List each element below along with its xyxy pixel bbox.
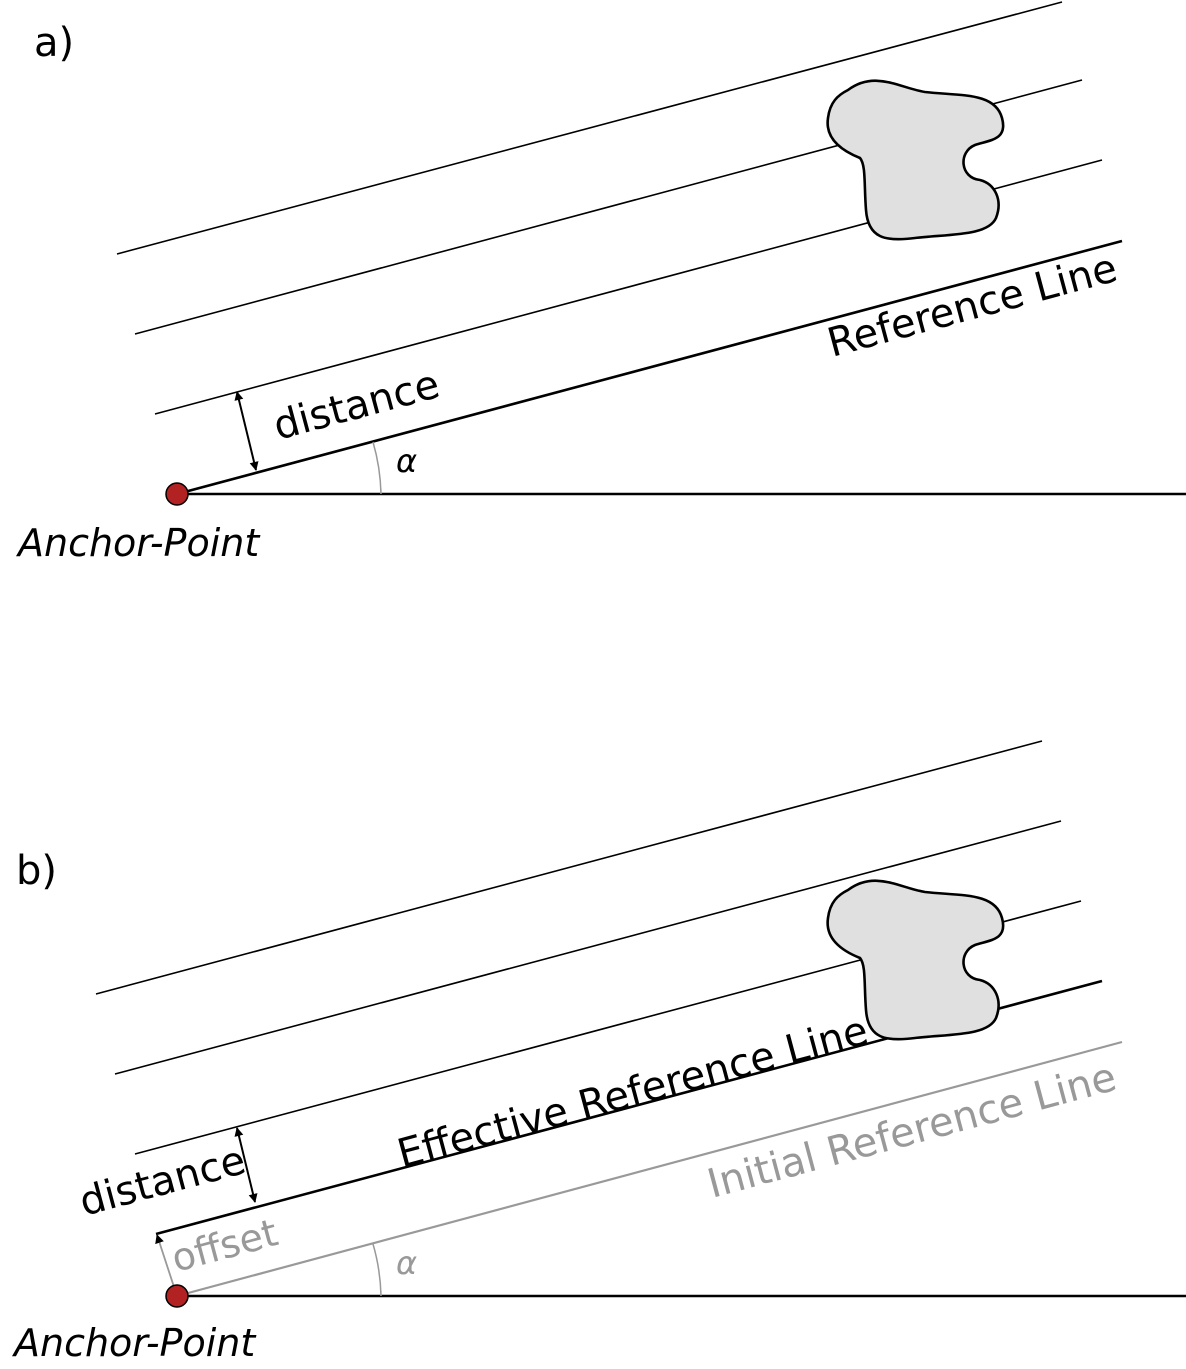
panel-b-label: b) (16, 848, 57, 894)
panel-a-parallel-line-1 (116, 1, 1063, 255)
panel-a-reference-line-label: Reference Line (823, 245, 1122, 366)
panel-b-anchor-label: Anchor-Point (11, 1321, 257, 1365)
panel-a-angle-label: α (396, 442, 417, 480)
panel-a-distance-arrow (234, 391, 259, 471)
panel-a-label: a) (34, 20, 74, 66)
panel-b-parallel-line-1 (95, 740, 1043, 995)
panel-a-reference-line (176, 239, 1123, 496)
panel-a-distance-label: distance (269, 361, 445, 449)
panel-b-obstacle (826, 879, 1005, 1041)
panel-a-obstacle (826, 79, 1005, 241)
panel-a-anchor-label: Anchor-Point (15, 521, 261, 565)
panel-b-angle-arc (372, 1243, 382, 1297)
panel-a: a) α distance Reference Line Anchor-Poin… (15, 1, 1186, 565)
panel-b-distance-arrow (234, 1127, 258, 1203)
panel-a-angle-arc (372, 441, 382, 495)
panel-b-distance-label: distance (75, 1137, 251, 1225)
panel-b: b) α offset distance Effective Reference… (11, 740, 1186, 1365)
panel-a-anchor-point (165, 482, 189, 506)
panel-b-offset-label: offset (167, 1210, 282, 1280)
panel-b-parallel-line-2 (114, 820, 1062, 1075)
panel-b-anchor-point (165, 1284, 189, 1308)
panel-b-offset-arrow (155, 1234, 176, 1291)
panel-b-initial-reference-line (176, 1040, 1123, 1298)
panel-b-angle-label: α (396, 1244, 417, 1282)
